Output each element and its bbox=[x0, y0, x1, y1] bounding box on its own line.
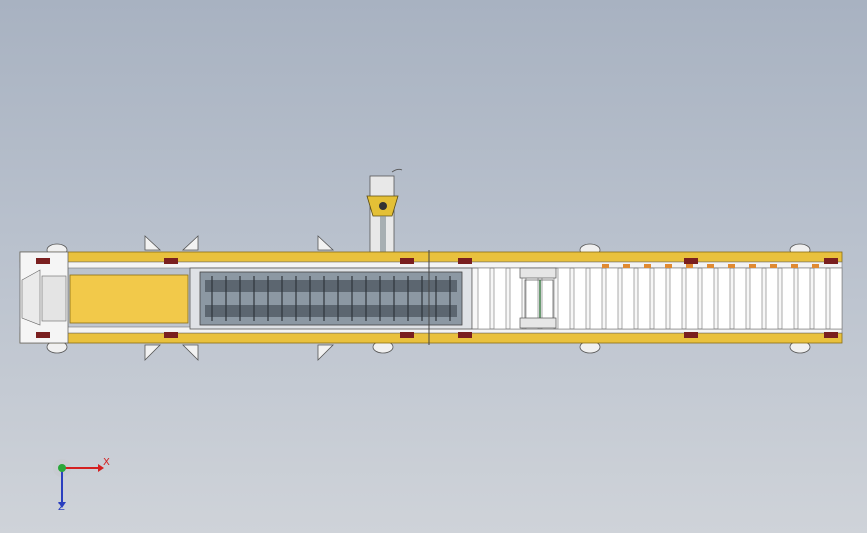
roller bbox=[797, 267, 811, 330]
roller bbox=[493, 267, 507, 330]
sensor-mount[interactable] bbox=[366, 168, 403, 268]
roller bbox=[701, 267, 715, 330]
infeed-end[interactable] bbox=[19, 251, 69, 344]
roller bbox=[685, 267, 699, 330]
roller bbox=[605, 267, 619, 330]
orange-mark bbox=[644, 264, 651, 268]
red-block bbox=[458, 332, 472, 338]
wheels bbox=[46, 243, 811, 354]
side-brackets bbox=[144, 235, 335, 361]
roller bbox=[637, 267, 651, 330]
roller bbox=[749, 267, 763, 330]
red-block bbox=[684, 258, 698, 264]
red-block bbox=[400, 258, 414, 264]
orange-mark bbox=[686, 264, 693, 268]
orientation-triad[interactable]: X Z bbox=[40, 448, 120, 518]
roller bbox=[829, 267, 843, 330]
orange-mark bbox=[728, 264, 735, 268]
z-axis-label: Z bbox=[58, 502, 65, 513]
roller bbox=[733, 267, 747, 330]
y-axis-dot bbox=[58, 464, 66, 472]
red-block bbox=[684, 332, 698, 338]
roller bbox=[765, 267, 779, 330]
orange-mark bbox=[707, 264, 714, 268]
red-block bbox=[458, 258, 472, 264]
roller bbox=[557, 267, 571, 330]
orange-mark bbox=[812, 264, 819, 268]
orange-mark bbox=[770, 264, 777, 268]
roller bbox=[781, 267, 795, 330]
roller bbox=[573, 267, 587, 330]
chain-section[interactable] bbox=[189, 267, 473, 330]
frame-top-rail bbox=[19, 251, 843, 269]
red-block bbox=[36, 332, 50, 338]
orange-mark bbox=[602, 264, 609, 268]
orange-mark bbox=[749, 264, 756, 268]
red-block bbox=[824, 258, 838, 264]
orange-marks bbox=[602, 264, 819, 268]
red-block bbox=[400, 332, 414, 338]
orange-mark bbox=[665, 264, 672, 268]
roller bbox=[509, 267, 523, 330]
red-blocks bbox=[36, 258, 838, 338]
roller bbox=[653, 267, 667, 330]
roller-section[interactable] bbox=[471, 267, 843, 330]
red-block bbox=[164, 332, 178, 338]
red-block bbox=[824, 332, 838, 338]
red-block bbox=[164, 258, 178, 264]
red-block bbox=[36, 258, 50, 264]
infeed-belt[interactable] bbox=[69, 274, 189, 324]
roller bbox=[669, 267, 683, 330]
roller bbox=[717, 267, 731, 330]
x-axis-label: X bbox=[103, 457, 110, 468]
roller bbox=[813, 267, 827, 330]
roller bbox=[589, 267, 603, 330]
stopper-assembly[interactable] bbox=[519, 267, 557, 329]
orange-mark bbox=[791, 264, 798, 268]
roller bbox=[621, 267, 635, 330]
orange-mark bbox=[623, 264, 630, 268]
roller bbox=[477, 267, 491, 330]
